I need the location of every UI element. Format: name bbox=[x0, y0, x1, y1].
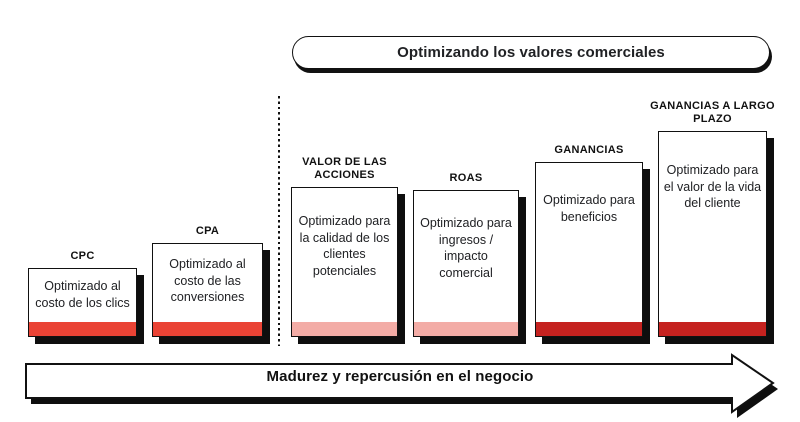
stage-label-valor-acciones: VALOR DE LAS ACCIONES bbox=[302, 156, 387, 181]
stage-stripe-ganancias bbox=[536, 322, 642, 336]
stage-description-roas: Optimizado para ingresos / impacto comer… bbox=[420, 216, 512, 280]
stage-stripe-ganancias-largo-plazo bbox=[659, 322, 766, 336]
arrow-body bbox=[25, 353, 775, 414]
header-pill: Optimizando los valores comerciales bbox=[292, 36, 770, 69]
maturity-arrow-label: Madurez y repercusión en el negocio bbox=[266, 368, 534, 385]
stage-stripe-roas bbox=[414, 322, 518, 336]
stage-description-valor-acciones: Optimizado para la calidad de los client… bbox=[298, 214, 391, 278]
stage-column-valor-acciones: VALOR DE LAS ACCIONES Optimizado para la… bbox=[291, 156, 398, 337]
stage-column-cpa: CPA Optimizado al costo de las conversio… bbox=[152, 225, 263, 337]
stage-description-cpc: Optimizado al costo de los clics bbox=[35, 279, 130, 310]
stage-description-ganancias-largo-plazo: Optimizado para el valor de la vida del … bbox=[663, 163, 762, 210]
stage-description-ganancias: Optimizado para beneficios bbox=[543, 193, 635, 224]
stage-description-cpa: Optimizado al costo de las conversiones bbox=[169, 257, 246, 304]
stage-label-roas: ROAS bbox=[449, 171, 483, 184]
stage-stripe-cpa bbox=[153, 322, 262, 336]
stage-label-ganancias-largo-plazo: GANANCIAS A LARGO PLAZO bbox=[650, 100, 775, 125]
stage-column-ganancias-largo-plazo: GANANCIAS A LARGO PLAZO Optimizado para … bbox=[650, 100, 775, 337]
stage-label-cpc: CPC bbox=[70, 249, 95, 262]
header-pill-label: Optimizando los valores comerciales bbox=[397, 44, 665, 61]
arrow-shape-icon bbox=[25, 353, 778, 418]
stage-column-roas: ROAS Optimizado para ingresos / impacto … bbox=[413, 172, 519, 337]
maturity-arrow bbox=[22, 353, 778, 421]
stage-stripe-valor-acciones bbox=[292, 322, 397, 336]
dotted-separator bbox=[278, 96, 280, 346]
stage-stripe-cpc bbox=[29, 322, 136, 336]
stage-column-cpc: CPC Optimizado al costo de los clics bbox=[28, 250, 137, 337]
stage-column-ganancias: GANANCIAS Optimizado para beneficios bbox=[535, 144, 643, 337]
stage-label-ganancias: GANANCIAS bbox=[554, 143, 624, 156]
stage-label-cpa: CPA bbox=[195, 224, 220, 237]
